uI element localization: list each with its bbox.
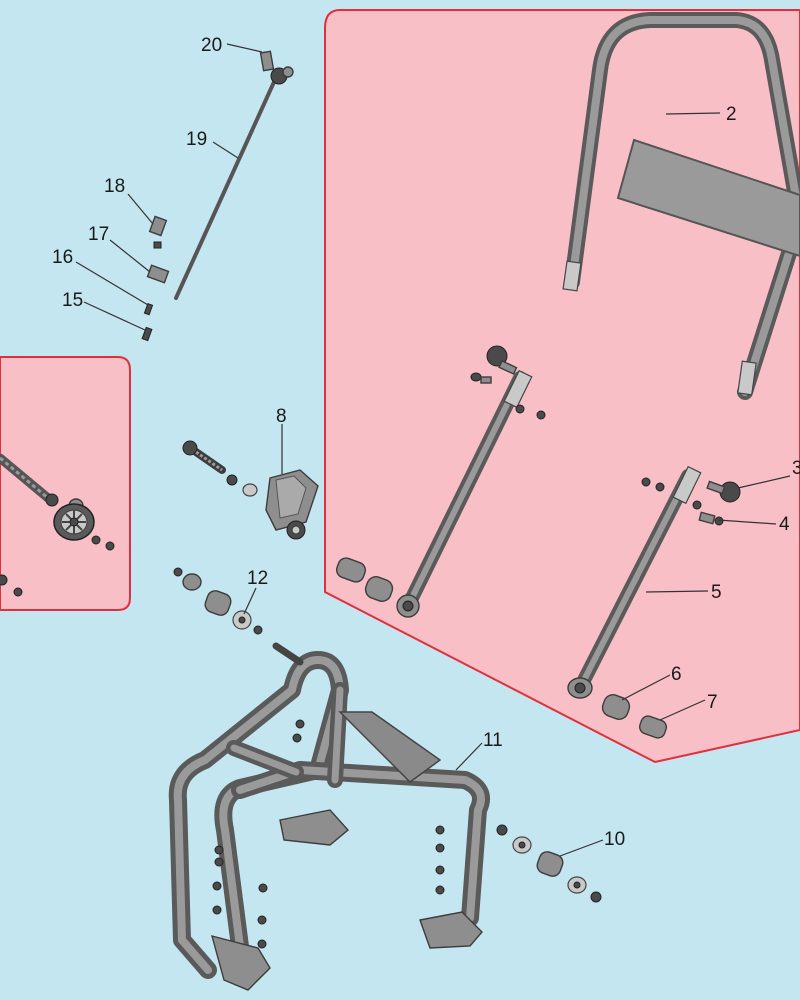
callout-2: 2 bbox=[726, 104, 737, 125]
bracket-part-8 bbox=[182, 440, 319, 540]
callout-19: 19 bbox=[186, 129, 207, 150]
callout-11: 11 bbox=[483, 730, 503, 751]
bushings-part-12 bbox=[173, 567, 263, 635]
callout-labels: 20 19 18 17 16 15 2 3 4 5 6 7 8 12 11 10 bbox=[52, 35, 800, 850]
wheel-assembly-left bbox=[0, 453, 115, 597]
leader-lines bbox=[75, 43, 791, 857]
callout-6: 6 bbox=[671, 664, 682, 685]
wing-knob-icon bbox=[486, 345, 518, 375]
callout-3: 3 bbox=[792, 458, 800, 479]
callout-18: 18 bbox=[104, 176, 125, 197]
callout-20: 20 bbox=[201, 35, 222, 56]
upper-handle-part-2 bbox=[562, 12, 800, 400]
callout-15: 15 bbox=[62, 290, 83, 311]
callout-4: 4 bbox=[779, 514, 790, 535]
rod-clamp-part-20 bbox=[259, 50, 294, 85]
small-fasteners-15-18 bbox=[141, 215, 170, 342]
callout-17: 17 bbox=[88, 224, 109, 245]
bolt-icon bbox=[182, 440, 226, 474]
callout-7: 7 bbox=[707, 692, 718, 713]
wing-knob-icon bbox=[706, 480, 741, 503]
wheel-icon bbox=[53, 503, 95, 541]
callout-10: 10 bbox=[604, 829, 625, 850]
handle-cross-plate bbox=[616, 138, 800, 258]
lower-handle-bar-part-5 bbox=[567, 465, 741, 739]
left-highlight-panel bbox=[0, 356, 131, 611]
callout-5: 5 bbox=[711, 582, 722, 603]
bushings-part-10 bbox=[496, 824, 602, 903]
callout-12: 12 bbox=[247, 568, 268, 589]
callout-8: 8 bbox=[276, 406, 287, 427]
lower-handle-bar-left bbox=[335, 345, 546, 618]
callout-16: 16 bbox=[52, 247, 73, 268]
control-rod-part-19 bbox=[174, 50, 294, 300]
main-frame-part-11 bbox=[168, 642, 490, 991]
